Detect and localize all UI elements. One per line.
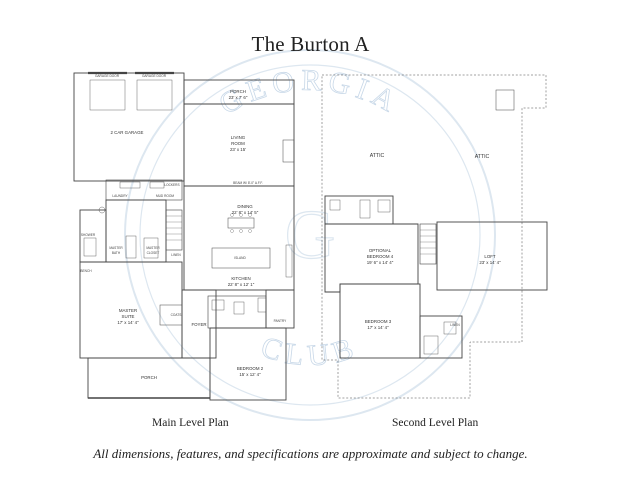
foyer-label: FOYER (191, 322, 206, 327)
shower-label: SHOWER (81, 233, 96, 237)
laundry-label: LAUNDRY (112, 194, 128, 198)
garage-door-2-label: GARAGE DOOR (142, 74, 167, 78)
garage-door-1-label: GARAGE DOOR (95, 74, 120, 78)
bedroom-2-label: BEDROOM 2 (237, 366, 264, 371)
attic-right-label: ATTIC (475, 154, 490, 160)
second-level-plan (321, 74, 548, 399)
master-closet-label-2: CLOSET (147, 251, 160, 255)
bench-label: BENCH (80, 269, 92, 273)
pantry-label: PANTRY (274, 319, 288, 323)
bedroom-4-label: BEDROOM 4 (367, 254, 394, 259)
kitchen-label: KITCHEN (231, 276, 250, 281)
second-level-labels: ATTIC ATTIC OPTIONAL BEDROOM 4 19' 6" x … (365, 153, 501, 330)
mud-room-label: MUD ROOM (156, 194, 174, 198)
island-label: ISLAND (234, 256, 246, 260)
porch-rear-label: PORCH (230, 89, 246, 94)
kitchen-dim: 22' 8" x 12' 1" (228, 282, 255, 287)
living-label-2: ROOM (231, 141, 245, 146)
master-suite-label-2: SUITE (122, 314, 135, 319)
garage-label: 2 CAR GARAGE (111, 130, 144, 135)
attic-left-label: ATTIC (370, 153, 385, 159)
optional-label: OPTIONAL (369, 248, 392, 253)
master-suite-dim: 17' x 14' 4" (117, 320, 139, 325)
loft-label: LOFT (484, 254, 496, 259)
living-label: LIVING (231, 135, 246, 140)
main-level-plan (73, 71, 295, 401)
bedroom-4-dim: 19' 6" x 14' 4" (367, 260, 394, 265)
main-level-caption: Main Level Plan (152, 417, 229, 429)
master-bath-label: MASTER (109, 246, 123, 250)
lockers-label: LOCKERS (164, 183, 179, 187)
watermark-monogram: G (285, 197, 336, 274)
loft-dim: 23' x 14' 4" (479, 260, 501, 265)
living-dim: 23' x 15' (230, 147, 246, 152)
linen-label: LINEN (171, 253, 181, 257)
page-title: The Burton A (251, 32, 370, 56)
bedroom-3-label: BEDROOM 3 (365, 319, 392, 324)
second-level-caption: Second Level Plan (392, 417, 479, 429)
coats-label: COATS (171, 313, 182, 317)
porch-front-label: PORCH (141, 375, 157, 380)
master-bath-label-2: BATH (112, 251, 121, 255)
disclaimer-text: All dimensions, features, and specificat… (93, 446, 528, 461)
beam-label: BEAM W/ 8'-0" A.F.F. (233, 181, 263, 185)
main-level-labels: GARAGE DOOR GARAGE DOOR 2 CAR GARAGE POR… (80, 74, 287, 380)
bedroom-2-dim: 15' x 12' 4" (239, 372, 261, 377)
master-closet-label: MASTER (146, 246, 160, 250)
dining-dim: 22' 8" x 14' 5" (232, 210, 259, 215)
master-suite-label: MASTER (119, 308, 137, 313)
linen-2-label: LINEN (450, 323, 460, 327)
bedroom-3-dim: 17' x 14' 4" (367, 325, 389, 330)
porch-rear-dim: 23' x 7' 6" (229, 95, 248, 100)
dining-label: DINING (237, 204, 253, 209)
